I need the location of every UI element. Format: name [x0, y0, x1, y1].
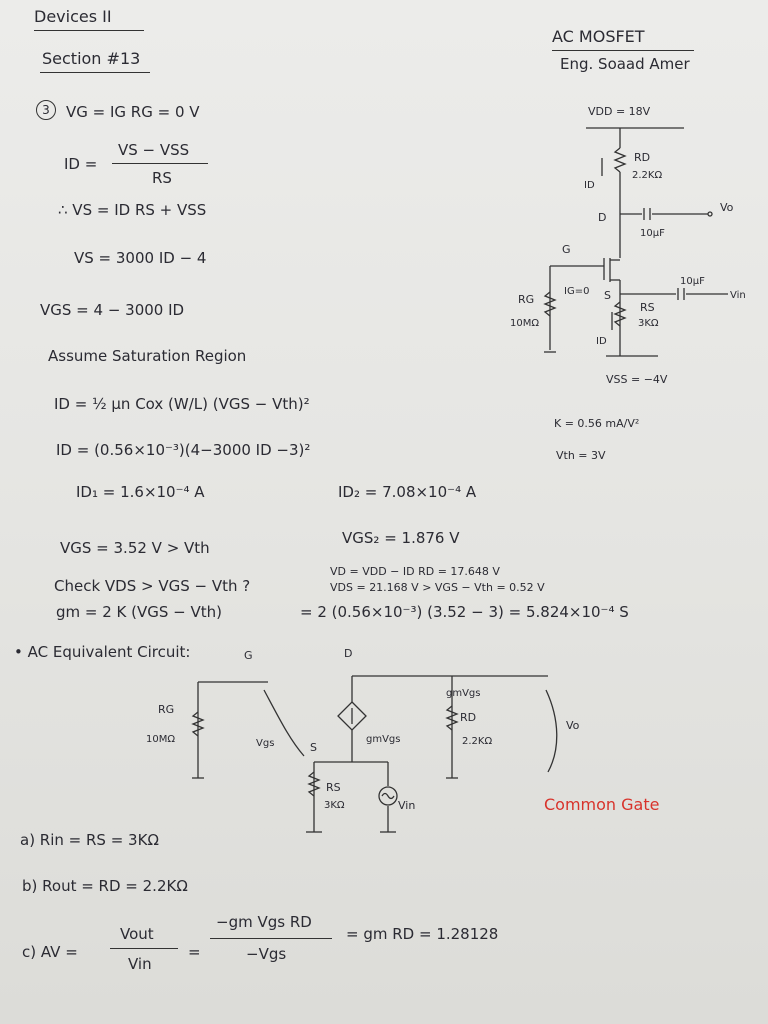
vg-equation: VG = IG RG = 0 V [66, 103, 200, 121]
source-label: S [604, 289, 611, 302]
av-equals: = [188, 943, 201, 961]
ac-vin-source [378, 786, 398, 806]
ac-gmvgs-top-label: gmVgs [446, 688, 481, 699]
gate-label: G [562, 243, 571, 256]
ac-vin-sine [381, 792, 395, 800]
av-mid-denominator: −Vgs [246, 945, 287, 963]
problem-number-badge: 3 [36, 100, 56, 120]
id-denominator: RS [152, 169, 172, 187]
rd-value: 2.2KΩ [632, 170, 663, 181]
ac-current-source-label: gmVgs [366, 734, 401, 745]
course-underline [34, 30, 144, 31]
vs-numeric: VS = 3000 ID − 4 [74, 249, 207, 267]
vgs1-result: VGS = 3.52 V > Vth [60, 539, 210, 557]
output-cap-label: 10μF [640, 228, 665, 239]
av-denominator: Vin [128, 955, 152, 973]
assumption-text: Assume Saturation Region [48, 347, 247, 365]
ac-vin-label: Vin [398, 799, 416, 812]
vds-result: VDS = 21.168 V > VGS − Vth = 0.52 V [330, 581, 545, 594]
av-fraction-bar [110, 948, 178, 949]
ac-rs-label: RS [326, 781, 341, 794]
ac-gate-label: G [244, 649, 253, 662]
ac-vgs-label: Vgs [256, 738, 275, 749]
author-name: Eng. Soaad Amer [560, 55, 690, 73]
ac-drain-label: D [344, 647, 353, 660]
ac-vo-arc [545, 689, 558, 773]
topology-label: Common Gate [544, 795, 660, 814]
ac-rg-value: 10MΩ [146, 734, 175, 745]
rg-label: RG [518, 293, 535, 306]
section-underline [40, 72, 150, 73]
id-numerator: VS − VSS [118, 141, 190, 159]
ac-rd-value: 2.2KΩ [462, 736, 493, 747]
rs-label: RS [640, 301, 655, 314]
ac-rd-resistor [445, 705, 459, 731]
rd-resistor [613, 147, 627, 173]
vgs2-result: VGS₂ = 1.876 V [342, 529, 460, 547]
av-mid-numerator: −gm Vgs RD [216, 913, 312, 931]
vss-label: VSS = −4V [606, 373, 668, 386]
av-result: = gm RD = 1.28128 [346, 925, 499, 943]
course-title: Devices II [34, 7, 112, 26]
rout-result: b) Rout = RD = 2.2KΩ [22, 877, 188, 895]
rs-resistor [613, 301, 627, 327]
vgs-equation: VGS = 4 − 3000 ID [40, 301, 185, 319]
id1-result: ID₁ = 1.6×10⁻⁴ A [76, 483, 205, 501]
rin-result: a) Rin = RS = 3KΩ [20, 831, 159, 849]
id2-result: ID₂ = 7.08×10⁻⁴ A [338, 483, 477, 501]
rg-value: 10MΩ [510, 318, 539, 329]
gm-equation: gm = 2 K (VGS − Vth) [56, 603, 223, 621]
vo-terminal [707, 211, 713, 217]
vdd-label: VDD = 18V [588, 105, 651, 118]
rs-value: 3KΩ [638, 318, 659, 329]
ig-label: IG=0 [564, 286, 590, 297]
ac-section-title: • AC Equivalent Circuit: [14, 643, 191, 661]
input-cap-label: 10μF [680, 276, 705, 287]
vd-result: VD = VDD − ID RD = 17.648 V [330, 565, 500, 578]
fraction-bar [112, 163, 208, 164]
k-parameter: K = 0.56 mA/V² [554, 417, 640, 430]
ac-rd-label: RD [460, 711, 477, 724]
rg-resistor [543, 291, 557, 317]
ac-rs-resistor [307, 771, 321, 797]
av-mid-fraction-bar [210, 938, 332, 939]
drain-label: D [598, 211, 607, 224]
vin-label: Vin [730, 290, 746, 301]
topic-underline [552, 50, 694, 51]
ac-source-label: S [310, 741, 317, 754]
topic-title: AC MOSFET [552, 27, 645, 46]
saturation-equation: ID = ½ μn Cox (W/L) (VGS − Vth)² [54, 395, 310, 413]
id-lhs: ID = [64, 155, 98, 173]
gm-value: = 2 (0.56×10⁻³) (3.52 − 3) = 5.824×10⁻⁴ … [300, 603, 629, 621]
id-top-label: ID [584, 180, 595, 191]
section-title: Section #13 [42, 49, 141, 68]
check-condition: Check VDS > VGS − Vth ? [54, 577, 251, 595]
ac-rg-resistor [191, 711, 205, 737]
substituted-equation: ID = (0.56×10⁻³)(4−3000 ID −3)² [56, 441, 311, 459]
ac-rg-label: RG [158, 703, 175, 716]
av-lhs: c) AV = [22, 943, 78, 961]
ac-rs-value: 3KΩ [324, 800, 345, 811]
ac-vo-label: Vo [566, 719, 580, 732]
vs-equation: ∴ VS = ID RS + VSS [58, 201, 207, 219]
id-bottom-label: ID [596, 336, 607, 347]
rd-label: RD [634, 151, 651, 164]
ac-vgs-arc [263, 689, 305, 757]
vo-label: Vo [720, 201, 734, 214]
vth-parameter: Vth = 3V [556, 449, 606, 462]
av-numerator: Vout [120, 925, 154, 943]
